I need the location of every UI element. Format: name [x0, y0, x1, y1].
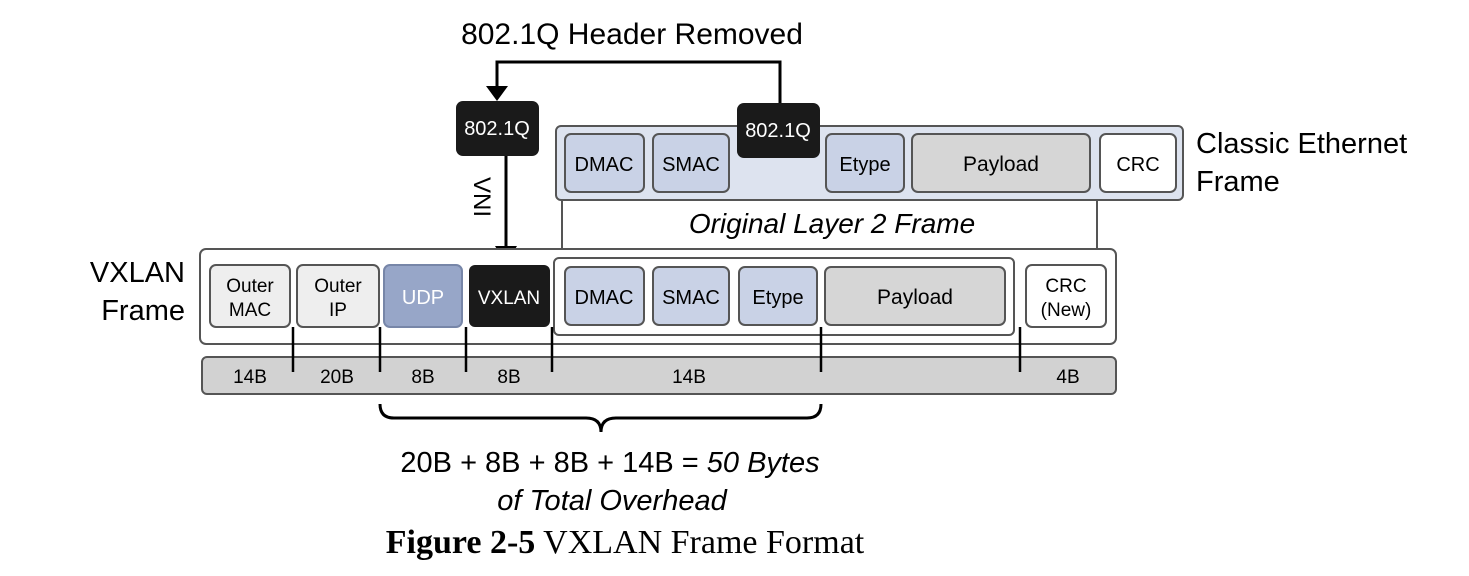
figure-caption: Figure 2-5 VXLAN Frame Format — [0, 524, 1250, 562]
crc-new-label-2: (New) — [1041, 300, 1092, 321]
vxlan-etype-label: Etype — [752, 287, 803, 309]
vxlan-etype-box: Etype — [738, 266, 818, 326]
original-layer2-label: Original Layer 2 Frame — [689, 208, 975, 239]
size-crc: 4B — [1056, 367, 1079, 388]
classic-dmac-box: DMAC — [564, 133, 645, 193]
size-vxlan: 8B — [497, 367, 520, 388]
vxlan-frame-diagram: 802.1Q Header Removed DMAC SMAC Etype Pa… — [90, 18, 1407, 517]
figure-number: Figure 2-5 — [385, 524, 536, 561]
size-inner: 14B — [672, 367, 706, 388]
header-removed-arrow — [495, 60, 782, 103]
outer-mac-box: Outer MAC — [209, 264, 291, 328]
classic-payload-label: Payload — [963, 153, 1039, 176]
vxlan-frame-label-line2: Frame — [101, 295, 185, 327]
outer-ip-label-1: Outer — [314, 276, 362, 297]
vxlan-smac-box: SMAC — [652, 266, 730, 326]
figure-title: VXLAN Frame Format — [535, 524, 865, 561]
vxlan-header-label: VXLAN — [478, 288, 540, 309]
overhead-equation: 20B + 8B + 8B + 14B = 50 Bytes — [400, 447, 819, 479]
vxlan-payload-label: Payload — [877, 286, 953, 309]
vxlan-payload-box: Payload — [824, 266, 1006, 326]
classic-frame-label-line2: Frame — [1196, 166, 1280, 198]
size-outer-ip: 20B — [320, 367, 354, 388]
vxlan-dmac-label: DMAC — [575, 287, 634, 309]
tag-802-1q-right-label: 802.1Q — [745, 120, 811, 142]
classic-payload-box: Payload — [911, 133, 1091, 193]
original-frame-connector — [561, 200, 1098, 248]
overhead-line2: of Total Overhead — [497, 485, 727, 517]
vxlan-smac-label: SMAC — [662, 287, 720, 309]
outer-mac-label-2: MAC — [229, 300, 271, 321]
udp-label: UDP — [402, 287, 444, 309]
classic-etype-box: Etype — [825, 133, 905, 193]
classic-smac-box: SMAC — [652, 133, 730, 193]
outer-mac-label-1: Outer — [226, 276, 274, 297]
size-outer-mac: 14B — [233, 367, 267, 388]
tag-802-1q-left: 802.1Q — [456, 101, 539, 156]
size-bar — [201, 356, 1117, 395]
vxlan-dmac-box: DMAC — [564, 266, 645, 326]
classic-frame-label-line1: Classic Ethernet — [1196, 128, 1407, 160]
vxlan-header-box: VXLAN — [469, 265, 550, 327]
crc-new-box: CRC (New) — [1025, 264, 1107, 328]
header-removed-label: 802.1Q Header Removed — [461, 18, 803, 51]
overhead-equation-sum: 20B + 8B + 8B + 14B = — [400, 447, 706, 479]
header-removed-arrowhead — [486, 86, 508, 101]
classic-smac-label: SMAC — [662, 154, 720, 176]
tag-802-1q-left-label: 802.1Q — [464, 118, 530, 140]
size-dividers — [291, 327, 1022, 372]
overhead-brace — [378, 403, 823, 433]
vni-label: VNI — [468, 177, 495, 217]
crc-new-label-1: CRC — [1045, 276, 1086, 297]
udp-box: UDP — [383, 264, 463, 328]
outer-ip-box: Outer IP — [296, 264, 380, 328]
classic-crc-box: CRC — [1099, 133, 1177, 193]
size-udp: 8B — [411, 367, 434, 388]
classic-crc-label: CRC — [1116, 154, 1159, 176]
classic-etype-label: Etype — [839, 154, 890, 176]
vxlan-frame-label-line1: VXLAN — [90, 257, 185, 289]
classic-dmac-label: DMAC — [575, 154, 634, 176]
outer-ip-label-2: IP — [329, 300, 347, 321]
tag-802-1q-right: 802.1Q — [737, 103, 820, 158]
overhead-bytes: 50 Bytes — [707, 447, 820, 479]
